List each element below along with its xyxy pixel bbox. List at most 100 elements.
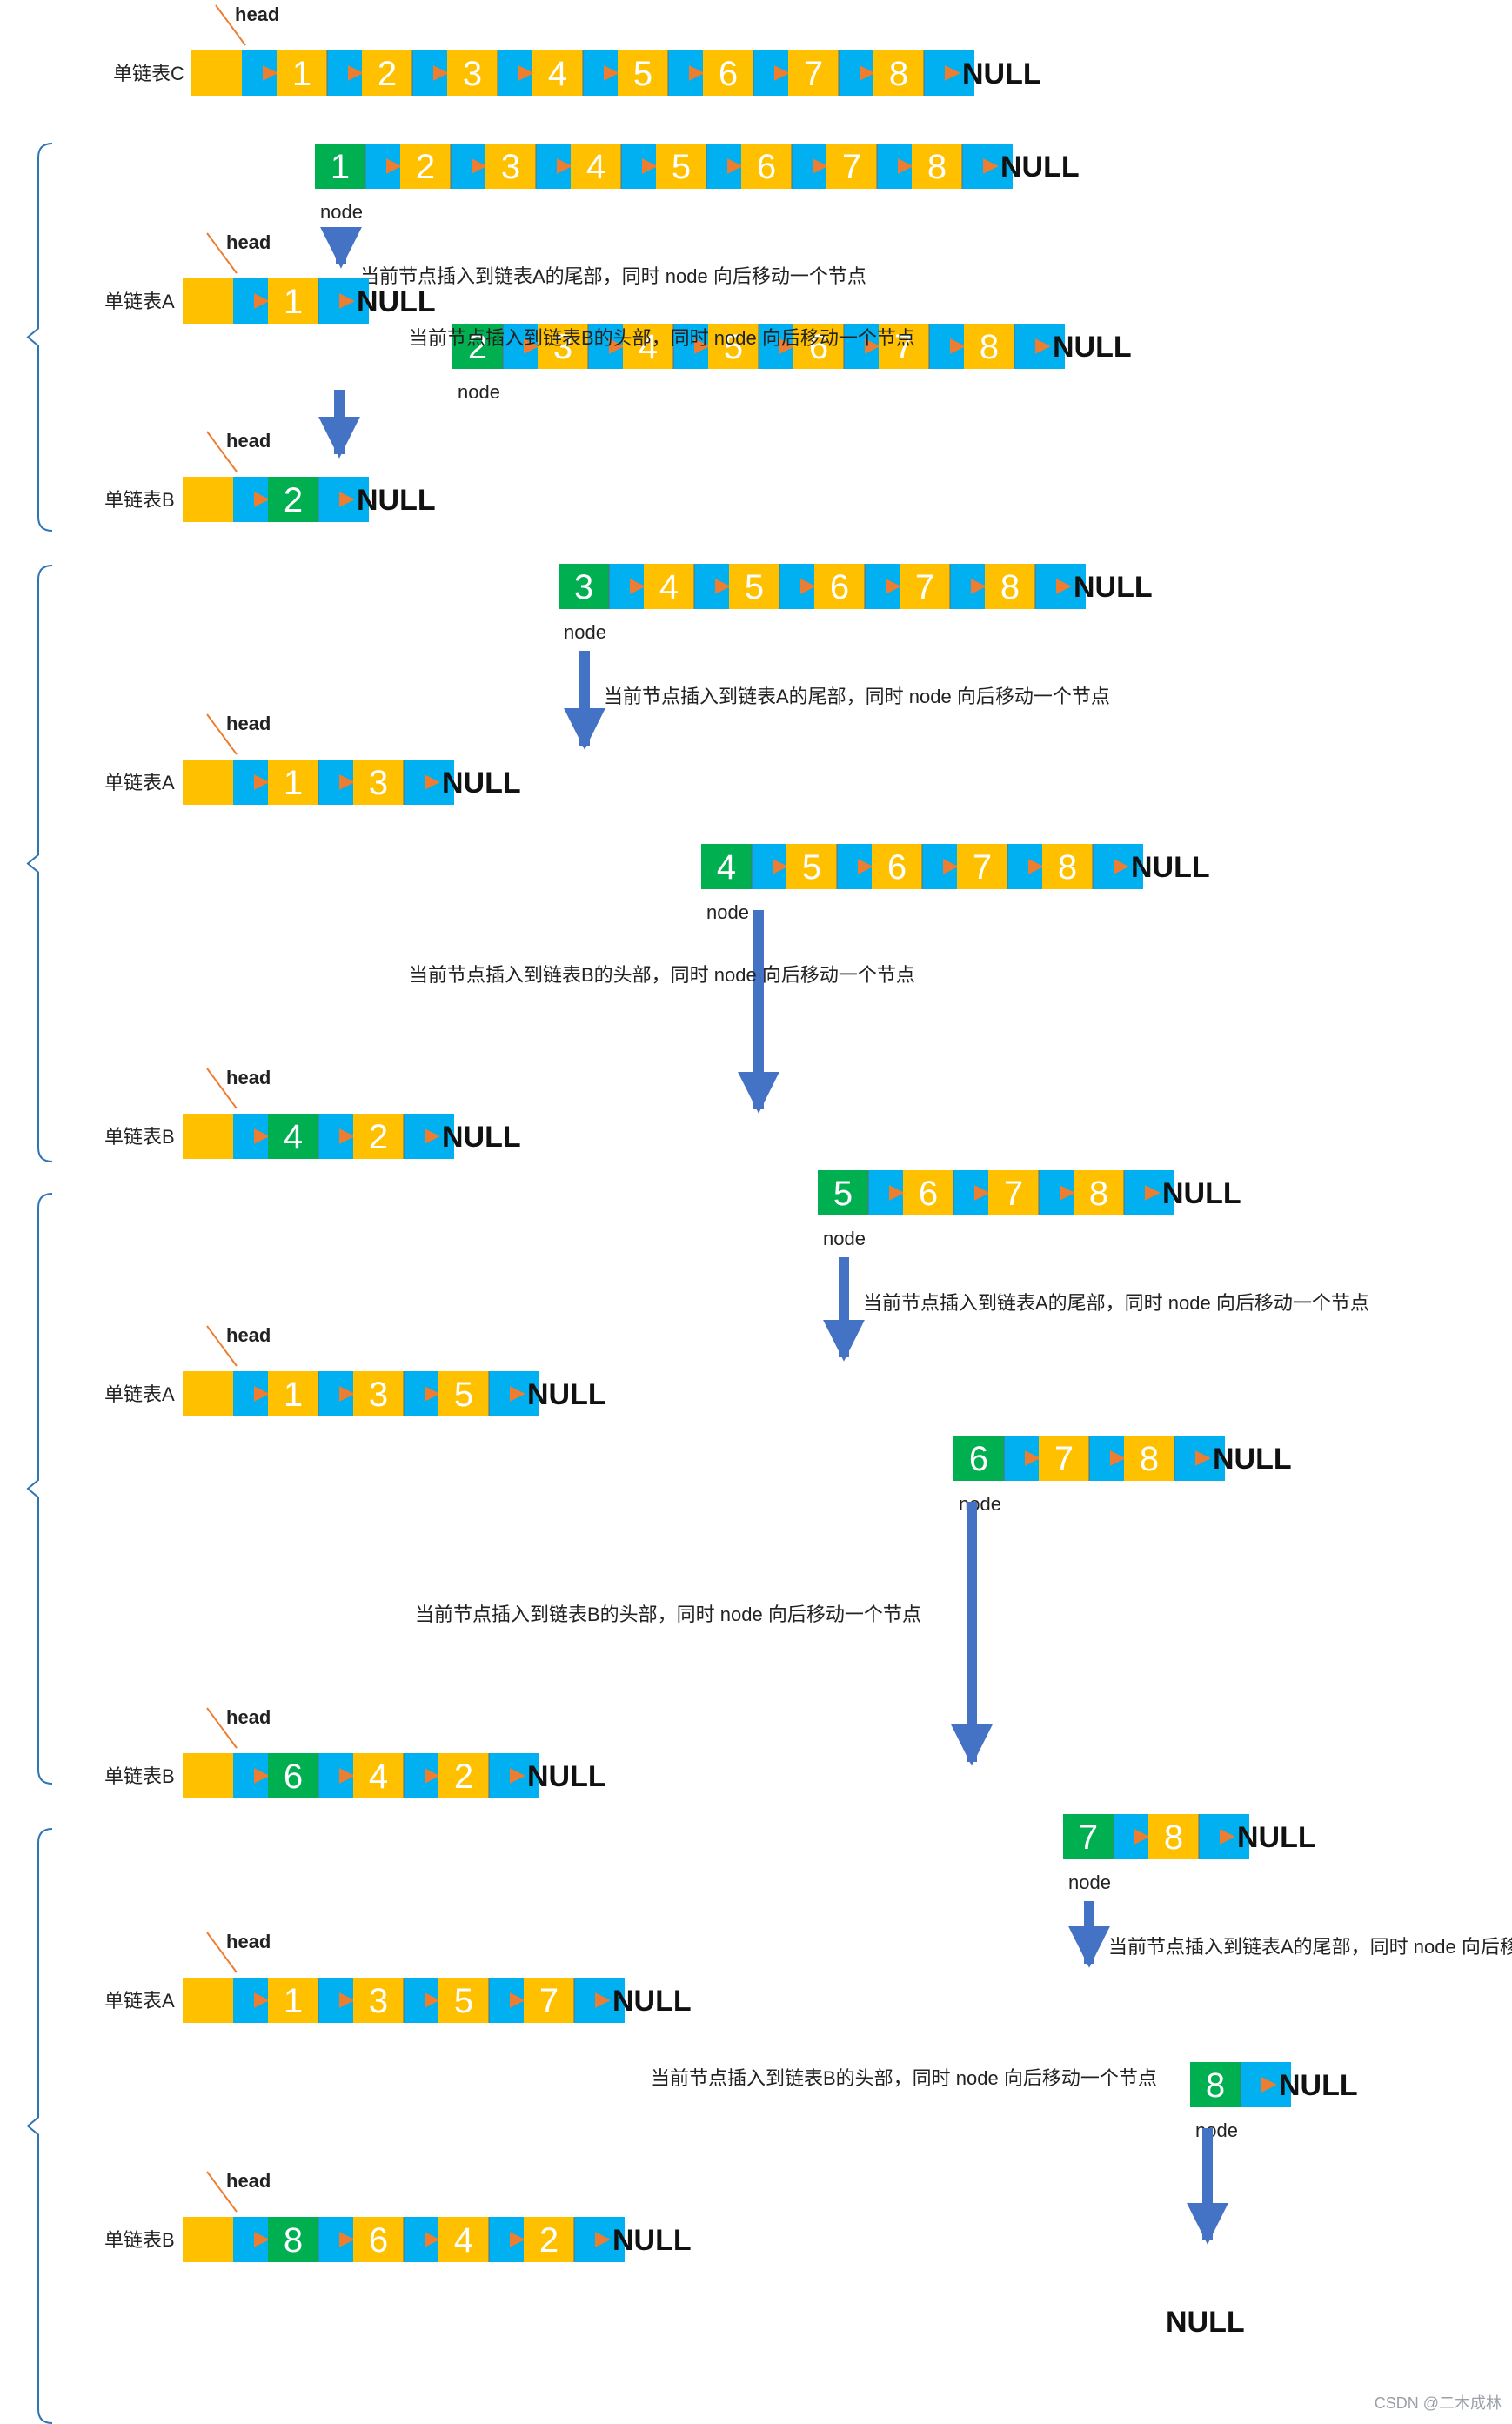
- list-c-node-3-label: 3: [463, 55, 482, 93]
- round-3-list-a-head-pointer: [206, 1325, 238, 1367]
- round-1-source-node-5-label: 5: [672, 148, 691, 186]
- round-2-list-a-node-1-label: 1: [284, 764, 303, 802]
- round-1-source-node-4-value: [571, 144, 621, 189]
- round-3-after-node-6-value: [953, 1436, 1004, 1481]
- round-1-source-node-1-label: 1: [331, 148, 350, 186]
- round-3-bracket: [26, 1193, 53, 1785]
- list-c-head-label: head: [235, 3, 279, 25]
- round-3-source-node-5-value: [818, 1170, 868, 1215]
- round-1-after-node-6-value: [793, 324, 844, 369]
- round-3-source-node-8-label: 8: [1089, 1175, 1108, 1213]
- list-c-node-8-value: [873, 50, 924, 96]
- round-2-list-a-head-pointer: [206, 713, 238, 755]
- list-c-node-1-label: 1: [292, 55, 311, 93]
- round-3-source-node-6-value: [903, 1170, 953, 1215]
- round-2-source-node-6-label: 6: [830, 568, 849, 606]
- round-4-source-node-8-label: 8: [1164, 1818, 1183, 1857]
- round-4-bracket: [26, 1828, 53, 2424]
- round-2-after-node-7-value: [957, 844, 1007, 889]
- round-1-after-node-7-label: 7: [894, 328, 913, 366]
- round-3-source-node-8-value: [1074, 1170, 1124, 1215]
- round-4-source-node-7-value: [1063, 1814, 1114, 1859]
- round-1-after-node-2-value: [452, 324, 503, 369]
- round-4-list-a-node-3-value: [353, 1978, 404, 2023]
- round-3-head-caption: 当前节点插入到链表B的头部，同时 node 向后移动一个节点: [415, 1604, 921, 1625]
- round-1-source-node-6-value: [741, 144, 792, 189]
- round-2-after-node-6-value: [872, 844, 922, 889]
- round-2-list-b-title: 单链表B: [104, 1126, 175, 1148]
- round-1-head-caption: 当前节点插入到链表B的头部，同时 node 向后移动一个节点: [409, 327, 915, 349]
- round-1-after-node-8-value: [964, 324, 1014, 369]
- round-2-after-node-4-label: 4: [717, 848, 736, 887]
- round-3-after-node-6-label: 6: [969, 1440, 988, 1478]
- round-3-list-a-node-1-value: [268, 1371, 318, 1416]
- round-4-head-caption: 当前节点插入到链表B的头部，同时 node 向后移动一个节点: [651, 2067, 1157, 2089]
- round-1-list-b-node-2-label: 2: [284, 481, 303, 519]
- round-2-after-null: NULL: [1131, 851, 1210, 884]
- round-4-list-b-null: NULL: [612, 2224, 692, 2257]
- csdn-watermark: CSDN @二木成林: [1374, 2394, 1502, 2412]
- round-1-list-a-node-1-label: 1: [284, 283, 303, 321]
- round-4-list-a-null: NULL: [612, 1985, 692, 2018]
- round-4-list-b-node-4-label: 4: [454, 2221, 473, 2260]
- round-1-list-b-node-2-value: [268, 477, 318, 522]
- round-3-node-marker: node: [823, 1228, 866, 1249]
- round-2-source-node-8-label: 8: [1000, 568, 1020, 606]
- round-4-source-node-8-value: [1148, 1814, 1199, 1859]
- round-2-list-a-title: 单链表A: [104, 772, 175, 793]
- round-1-list-a-head-value: [183, 278, 233, 324]
- round-1-after-node-6-label: 6: [809, 328, 828, 366]
- round-1-source-node-1-value: [315, 144, 365, 189]
- round-3-source-node-5-label: 5: [833, 1175, 853, 1213]
- round-1-source-node-8-label: 8: [927, 148, 947, 186]
- round-2-node-marker: node: [564, 621, 606, 643]
- list-c-head-pointer: [215, 4, 246, 46]
- round-4-list-a-head-label: head: [226, 1931, 271, 1952]
- round-3-after-null: NULL: [1213, 1443, 1292, 1476]
- list-c-node-8-label: 8: [889, 55, 908, 93]
- round-1-tail-caption: 当前节点插入到链表A的尾部，同时 node 向后移动一个节点: [360, 265, 866, 287]
- round-4-list-a-node-7-value: [524, 1978, 574, 2023]
- round-1-after-null: NULL: [1053, 331, 1132, 364]
- round-2-list-b-head-label: head: [226, 1067, 271, 1088]
- round-4-list-b-node-8-value: [268, 2217, 318, 2262]
- list-c-null: NULL: [962, 57, 1041, 90]
- round-1-list-a-title: 单链表A: [104, 291, 175, 312]
- round-1-after-node-7-value: [879, 324, 929, 369]
- round-2-source-node-5-label: 5: [745, 568, 764, 606]
- list-c-node-2-value: [362, 50, 412, 96]
- round-1-after-node-4-value: [623, 324, 673, 369]
- round-4-list-b-node-2-label: 2: [539, 2221, 559, 2260]
- round-3-source-null: NULL: [1162, 1177, 1241, 1210]
- round-4-list-b-node-6-value: [353, 2217, 404, 2262]
- round-1-bracket: [26, 143, 53, 532]
- round-3-list-b-node-2-value: [438, 1753, 489, 1798]
- round-4-list-b-node-2-value: [524, 2217, 574, 2262]
- round-2-list-b-head-pointer: [206, 1068, 238, 1109]
- round-2-after-node-5-value: [786, 844, 837, 889]
- round-3-list-b-node-6-value: [268, 1753, 318, 1798]
- round-3-list-b-title: 单链表B: [104, 1765, 175, 1787]
- round-3-list-b-null: NULL: [527, 1760, 606, 1793]
- round-4-list-a-node-5-label: 5: [454, 1982, 473, 2020]
- round-4-list-a-head-value: [183, 1978, 233, 2023]
- round-4-list-b-head-pointer: [206, 2171, 238, 2213]
- round-2-list-a-head-label: head: [226, 713, 271, 734]
- round-2-source-node-4-value: [644, 564, 694, 609]
- round-4-list-b-head-value: [183, 2217, 233, 2262]
- round-2-after-node-4-value: [701, 844, 752, 889]
- round-1-list-a-head-label: head: [226, 231, 271, 253]
- round-2-after-node-8-value: [1042, 844, 1093, 889]
- round-2-list-b-node-4-value: [268, 1114, 318, 1159]
- round-4-list-a-node-5-value: [438, 1978, 489, 2023]
- round-2-source-node-8-value: [985, 564, 1035, 609]
- round-1-after-node-4-label: 4: [639, 328, 658, 366]
- round-4-after-node-marker: node: [1195, 2119, 1238, 2141]
- round-1-source-node-7-value: [826, 144, 877, 189]
- round-1-after-node-3-value: [538, 324, 588, 369]
- round-2-source-node-4-label: 4: [659, 568, 679, 606]
- round-4-list-a-head-pointer: [206, 1932, 238, 1973]
- round-4-source-null: NULL: [1237, 1821, 1316, 1854]
- list-c-node-6-value: [703, 50, 753, 96]
- round-4-after-node-8-value: [1190, 2062, 1241, 2107]
